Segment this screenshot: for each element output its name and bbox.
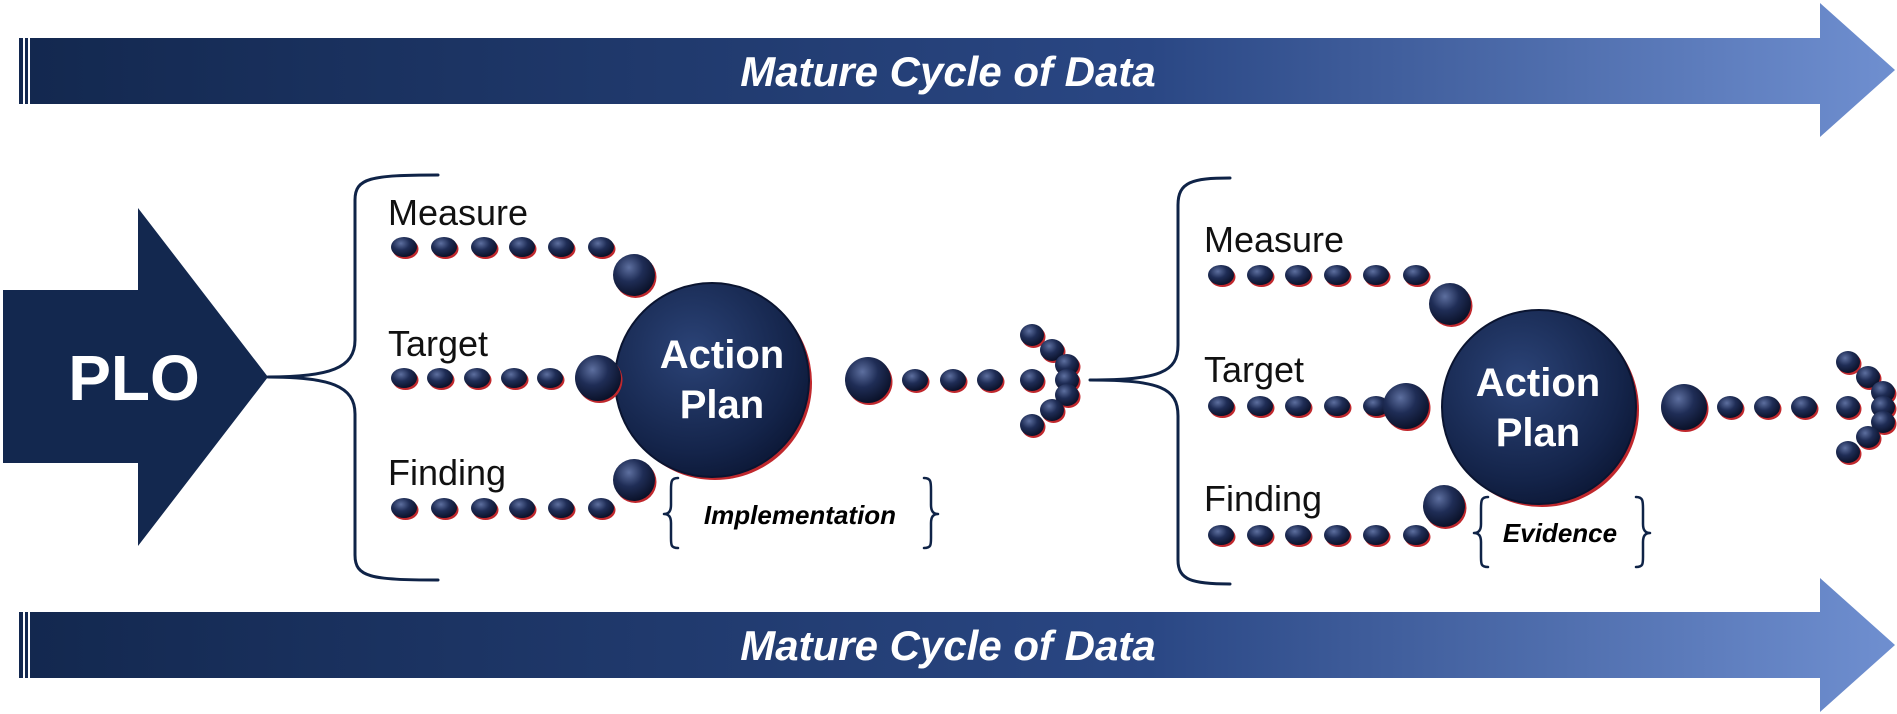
bead-dot xyxy=(1423,485,1467,529)
bead-dot xyxy=(1871,411,1897,435)
bead-dot xyxy=(613,254,657,298)
right-input-brace xyxy=(1088,176,1232,586)
top-banner-stripe xyxy=(19,38,23,104)
bead-dot xyxy=(1020,414,1046,438)
bottom-banner: Mature Cycle of Data xyxy=(19,578,1895,712)
bead-dot xyxy=(1661,384,1709,432)
top-banner-stripe xyxy=(25,38,28,104)
bottom-banner-label: Mature Cycle of Data xyxy=(740,622,1155,669)
bead-dot xyxy=(1285,525,1313,547)
bead-dot xyxy=(1040,399,1066,423)
implementation-close-brace xyxy=(922,476,940,550)
bead-dot xyxy=(1429,283,1473,327)
left-input-brace xyxy=(266,173,440,582)
bead-dot xyxy=(1247,396,1275,418)
bead-dot xyxy=(501,368,529,390)
bead-dot xyxy=(548,498,576,520)
bead-dot xyxy=(509,498,537,520)
measure-label: Measure xyxy=(1204,219,1344,260)
bead-dot xyxy=(1055,384,1081,408)
evidence-label: Evidence xyxy=(1503,518,1617,548)
bead-dot xyxy=(431,498,459,520)
cycle-2: Measure Target Finding Action Plan Evide… xyxy=(1204,219,1652,569)
bead-dot xyxy=(1208,396,1236,418)
bead-dot xyxy=(471,237,499,259)
bead-dot xyxy=(471,498,499,520)
bead-dot xyxy=(1836,441,1862,465)
measure-label: Measure xyxy=(388,192,528,233)
implementation-label: Implementation xyxy=(704,500,896,530)
action-plan-node: Action Plan xyxy=(1441,309,1639,507)
bead-dot xyxy=(1836,351,1862,375)
bead-dot xyxy=(1020,369,1046,393)
bead-dot xyxy=(431,237,459,259)
bead-dot xyxy=(977,369,1005,393)
evidence-close-brace xyxy=(1634,495,1652,569)
bead-dot xyxy=(1383,383,1431,431)
bead-dot xyxy=(1754,396,1782,420)
bead-dot xyxy=(1020,324,1046,348)
finding-label: Finding xyxy=(388,452,506,493)
bead-dot xyxy=(464,368,492,390)
bead-dot xyxy=(391,237,419,259)
bead-dot xyxy=(548,237,576,259)
action-plan-line-2: Plan xyxy=(1496,411,1580,455)
action-plan-line-1: Action xyxy=(660,333,784,377)
bead-dot xyxy=(391,498,419,520)
bead-dot xyxy=(1324,265,1352,287)
action-plan-node-circle xyxy=(614,282,810,478)
evidence-open-brace xyxy=(1472,495,1490,569)
bead-dot xyxy=(1247,525,1275,547)
bottom-banner-arrow xyxy=(30,578,1895,712)
implementation-open-brace xyxy=(662,476,680,550)
bead-dot xyxy=(1285,265,1313,287)
bead-dot xyxy=(391,368,419,390)
target-label: Target xyxy=(388,323,488,364)
bead-dot xyxy=(940,369,968,393)
bead-dot xyxy=(1208,265,1236,287)
plo-arrow-shape xyxy=(3,208,268,546)
bottom-banner-stripe xyxy=(25,612,28,678)
action-plan-line-1: Action xyxy=(1476,361,1600,405)
top-banner-arrow xyxy=(30,3,1895,137)
bead-dot xyxy=(427,368,455,390)
bead-dot xyxy=(1791,396,1819,420)
bead-dot xyxy=(509,237,537,259)
bead-dot xyxy=(1324,396,1352,418)
bead-dot xyxy=(613,459,657,503)
cycle-1: Measure Target Finding Action Plan Imple… xyxy=(388,192,940,550)
bottom-banner-stripe xyxy=(19,612,23,678)
bead-dot xyxy=(902,369,930,393)
target-label: Target xyxy=(1204,349,1304,390)
bead-dot xyxy=(1403,265,1431,287)
bead-dot xyxy=(1836,396,1862,420)
bead-dot xyxy=(537,368,565,390)
bead-dot xyxy=(1363,265,1391,287)
action-plan-node-circle xyxy=(1441,309,1637,505)
bead-dot xyxy=(1363,525,1391,547)
top-banner: Mature Cycle of Data xyxy=(19,3,1895,137)
bead-dot xyxy=(588,498,616,520)
bead-dot xyxy=(1208,525,1236,547)
bead-paths xyxy=(391,237,1897,547)
bead-dot xyxy=(845,357,893,405)
bead-dot xyxy=(1285,396,1313,418)
bead-dot xyxy=(1403,525,1431,547)
bead-dot xyxy=(1324,525,1352,547)
finding-label: Finding xyxy=(1204,478,1322,519)
bead-dot xyxy=(588,237,616,259)
bead-dot xyxy=(1856,426,1882,450)
bead-dot xyxy=(1247,265,1275,287)
action-plan-node: Action Plan xyxy=(614,282,812,480)
bead-dot xyxy=(575,355,623,403)
plo-label: PLO xyxy=(68,342,200,414)
action-plan-line-2: Plan xyxy=(680,383,764,427)
top-banner-label: Mature Cycle of Data xyxy=(740,48,1155,95)
plo-arrow: PLO xyxy=(3,208,268,546)
bead-dot xyxy=(1717,396,1745,420)
